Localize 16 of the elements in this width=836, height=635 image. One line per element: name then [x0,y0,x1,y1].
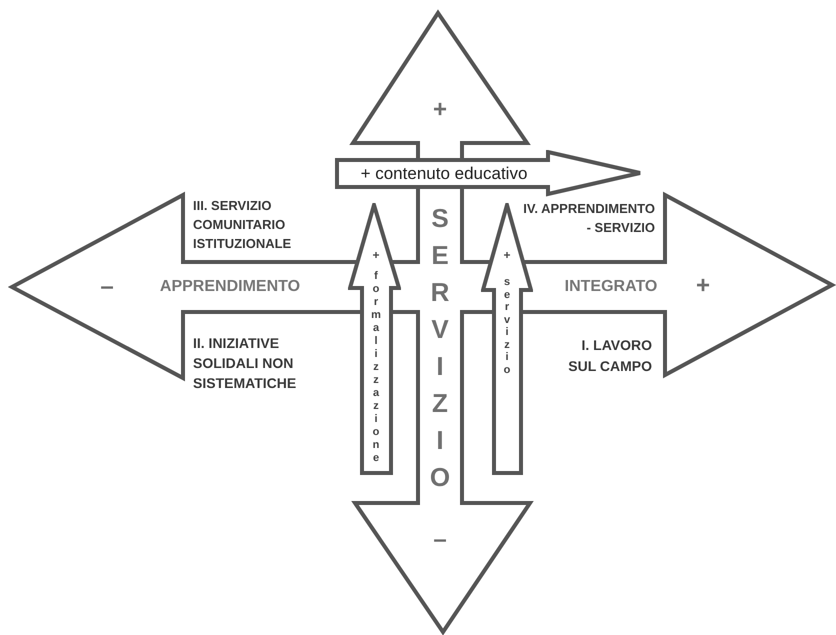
minus-sign: – [432,528,448,552]
axis-label: SERVIZIO [428,202,452,494]
arrow-label: formalizzazione [370,270,382,465]
plus-sign: + [432,98,448,122]
minus-sign: – [99,275,115,299]
arrow-label: servizio [502,276,512,376]
quadrant-label: II. INIZIATIVE SOLIDALI NON SISTEMATICHE [193,334,298,393]
axis-label: APPRENDIMENTO [158,277,302,297]
plus-sign: + [502,247,512,263]
plus-sign: + [371,247,380,263]
plus-sign: + [694,274,711,298]
quadrant-label: IV. APPRENDIMENTO - SERVIZIO [523,200,655,237]
quadrant-label: I. LAVORO SUL CAMPO [567,336,652,376]
axis-label: INTEGRATO [564,277,658,297]
arrow-label: + contenuto educativo [360,163,528,186]
quadrant-label: III. SERVIZIO COMUNITARIO ISTITUZIONALE [193,197,292,253]
